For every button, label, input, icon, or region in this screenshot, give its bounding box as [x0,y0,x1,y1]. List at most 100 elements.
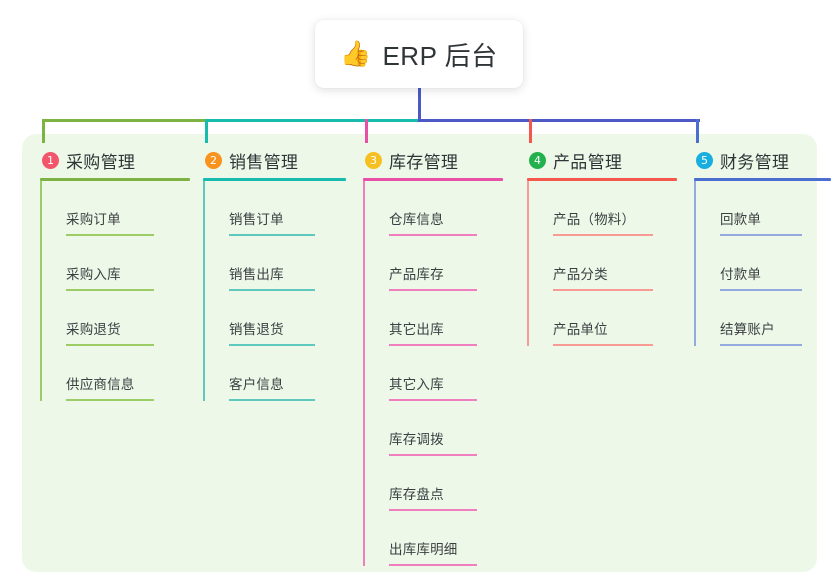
list-item[interactable]: 产品分类 [527,236,697,291]
list-item-underline [66,234,154,236]
list-item-underline [66,399,154,401]
branch-stub-line-1 [42,119,45,143]
branch-stub-line-3 [365,119,368,143]
list-item[interactable]: 销售退货 [203,291,366,346]
list-item-label: 采购入库 [66,267,121,283]
list-item[interactable]: 结算账户 [694,291,839,346]
branch-number-badge-1: 1 [42,151,59,169]
branch-underline-3 [363,178,503,181]
list-item-label: 其它入库 [389,377,444,393]
list-item-underline [553,234,653,236]
branch-number-badge-5: 5 [696,151,713,169]
list-item-underline [389,344,477,346]
branch-spine-1 [40,181,42,401]
branch-header-2[interactable]: 2 销售管理 [203,147,366,173]
list-item-label: 销售出库 [229,267,284,283]
list-item-underline [66,344,154,346]
list-item-label: 付款单 [720,267,762,283]
branch-header-5[interactable]: 5 财务管理 [694,147,839,173]
branch-items-5: 回款单付款单结算账户 [694,181,839,346]
bus-line-segment-1 [43,119,206,122]
root-node-content: 👍 ERP 后台 [340,36,497,73]
list-item[interactable]: 出库库明细 [363,511,523,566]
list-item-label: 其它出库 [389,322,444,338]
branch-underline-2 [203,178,346,181]
list-item-label: 回款单 [720,212,762,228]
list-item-label: 库存调拨 [389,432,444,448]
list-item-underline [389,234,477,236]
list-item-label: 库存盘点 [389,487,444,503]
branch-number-badge-4: 4 [529,151,546,169]
list-item-underline [720,344,802,346]
branch-items-3: 仓库信息产品库存其它出库其它入库库存调拨库存盘点出库库明细 [363,181,523,566]
branch-title-2: 销售管理 [229,152,299,172]
list-item[interactable]: 采购退货 [40,291,210,346]
list-item[interactable]: 采购入库 [40,236,210,291]
branch-column-1: 1 采购管理采购订单采购入库采购退货供应商信息 [40,147,210,401]
branch-column-5: 5 财务管理回款单付款单结算账户 [694,147,839,346]
list-item[interactable]: 库存盘点 [363,456,523,511]
branch-stub-line-4 [529,119,532,143]
list-item[interactable]: 其它出库 [363,291,523,346]
branch-underline-4 [527,178,677,181]
list-item[interactable]: 客户信息 [203,346,366,401]
list-item[interactable]: 其它入库 [363,346,523,401]
branch-header-3[interactable]: 3 库存管理 [363,147,523,173]
list-item[interactable]: 供应商信息 [40,346,210,401]
root-node-erp-backend[interactable]: 👍 ERP 后台 [315,20,523,88]
branch-stub-line-2 [205,119,208,143]
list-item[interactable]: 产品单位 [527,291,697,346]
list-item[interactable]: 仓库信息 [363,181,523,236]
branch-underline-5 [694,178,831,181]
branch-items-1: 采购订单采购入库采购退货供应商信息 [40,181,210,401]
list-item[interactable]: 付款单 [694,236,839,291]
branch-number-badge-3: 3 [365,151,382,169]
list-item-underline [229,234,315,236]
list-item-label: 产品（物料） [553,212,636,228]
list-item-underline [229,289,315,291]
bus-line-segment-3 [419,119,700,122]
branch-title-5: 财务管理 [720,152,790,172]
list-item[interactable]: 采购订单 [40,181,210,236]
list-item-label: 销售订单 [229,212,284,228]
list-item-underline [389,564,477,566]
list-item-label: 产品单位 [553,322,608,338]
list-item[interactable]: 销售出库 [203,236,366,291]
list-item-underline [389,454,477,456]
list-item[interactable]: 产品（物料） [527,181,697,236]
branch-items-2: 销售订单销售出库销售退货客户信息 [203,181,366,401]
branch-header-1[interactable]: 1 采购管理 [40,147,210,173]
bus-line-segment-2 [206,119,419,122]
root-stem-line [418,88,421,122]
list-item[interactable]: 回款单 [694,181,839,236]
list-item-label: 销售退货 [229,322,284,338]
branch-spine-2 [203,181,205,401]
list-item-label: 客户信息 [229,377,284,393]
list-item-label: 采购订单 [66,212,121,228]
branch-spine-3 [363,181,365,566]
list-item-label: 产品库存 [389,267,444,283]
branch-spine-5 [694,181,696,346]
list-item-label: 供应商信息 [66,377,135,393]
list-item[interactable]: 销售订单 [203,181,366,236]
branch-title-3: 库存管理 [389,152,459,172]
branch-column-3: 3 库存管理仓库信息产品库存其它出库其它入库库存调拨库存盘点出库库明细 [363,147,523,566]
list-item[interactable]: 库存调拨 [363,401,523,456]
list-item-underline [229,344,315,346]
list-item-underline [553,344,653,346]
branch-column-2: 2 销售管理销售订单销售出库销售退货客户信息 [203,147,366,401]
branch-spine-4 [527,181,529,346]
root-node-title: ERP 后台 [382,40,498,71]
list-item-label: 结算账户 [720,322,775,338]
branch-title-1: 采购管理 [66,152,136,172]
list-item[interactable]: 产品库存 [363,236,523,291]
list-item-label: 出库库明细 [389,542,458,558]
list-item-label: 仓库信息 [389,212,444,228]
list-item-underline [720,234,802,236]
thumbs-up-emoji: 👍 [340,39,372,68]
branch-number-badge-2: 2 [205,151,222,169]
list-item-label: 产品分类 [553,267,608,283]
